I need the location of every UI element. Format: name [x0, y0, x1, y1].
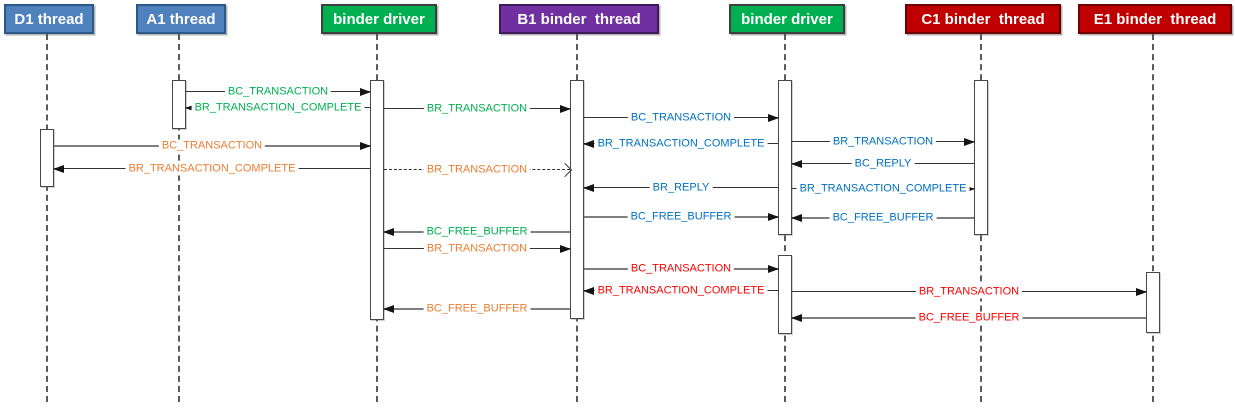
actor-header-b1: B1 binder thread: [499, 4, 659, 34]
message-label: BR_TRANSACTION: [423, 242, 531, 256]
actor-label: A1 thread: [146, 10, 216, 28]
actor-header-driver1: binder driver: [321, 4, 437, 34]
actor-label: D1 thread: [14, 10, 84, 28]
arrowhead-icon: [583, 140, 594, 148]
message-label: BR_TRANSACTION: [915, 285, 1023, 299]
message-label: BC_FREE_BUFFER: [915, 311, 1023, 325]
activation-bar-driver2: [778, 80, 792, 235]
activation-bar-c1: [974, 80, 988, 235]
message-label: BC_TRANSACTION: [627, 262, 735, 276]
arrowhead-icon: [1136, 288, 1147, 296]
actor-header-c1: C1 binder thread: [905, 4, 1061, 34]
message-label: BC_FREE_BUFFER: [627, 210, 735, 224]
arrowhead-icon: [560, 245, 571, 253]
activation-bar-d1: [40, 129, 54, 187]
message-label: BC_REPLY: [851, 157, 915, 171]
actor-header-a1: A1 thread: [136, 4, 226, 34]
arrowhead-icon: [791, 214, 802, 222]
arrowhead-icon: [383, 228, 394, 236]
arrowhead-icon: [185, 104, 196, 112]
arrowhead-icon: [360, 142, 371, 150]
actor-label: E1 binder thread: [1093, 10, 1217, 28]
message-label: BR_TRANSACTION: [829, 135, 937, 149]
actor-header-d1: D1 thread: [4, 4, 94, 34]
actor-label: binder driver: [333, 10, 425, 28]
activation-bar-e1: [1146, 272, 1160, 333]
activation-bar-driver2: [778, 255, 792, 334]
message-label: BR_TRANSACTION: [423, 163, 531, 177]
message-label: BR_TRANSACTION_COMPLETE: [594, 137, 768, 151]
message-label: BR_TRANSACTION_COMPLETE: [125, 162, 299, 176]
lifeline-d1: [46, 34, 48, 402]
message-label: BR_REPLY: [649, 181, 713, 195]
actor-header-e1: E1 binder thread: [1078, 4, 1232, 34]
arrowhead-icon: [964, 185, 975, 193]
lifeline-a1: [178, 34, 180, 402]
lifeline-e1: [1152, 34, 1154, 402]
arrowhead-icon: [791, 160, 802, 168]
arrowhead-icon: [583, 184, 594, 192]
actor-label: binder driver: [741, 10, 833, 28]
actor-label: B1 binder thread: [517, 10, 641, 28]
arrowhead-icon: [560, 105, 571, 113]
message-label: BC_FREE_BUFFER: [423, 225, 531, 239]
message-label: BC_TRANSACTION: [158, 139, 266, 153]
arrowhead-icon: [768, 213, 779, 221]
message-label: BR_TRANSACTION_COMPLETE: [191, 101, 365, 115]
arrowhead-icon: [791, 314, 802, 322]
activation-bar-driver1: [370, 80, 384, 320]
arrowhead-icon: [360, 88, 371, 96]
activation-bar-a1: [172, 80, 186, 129]
message-label: BR_TRANSACTION_COMPLETE: [796, 182, 970, 196]
arrowhead-icon: [964, 138, 975, 146]
message-label: BR_TRANSACTION: [423, 102, 531, 116]
arrowhead-icon: [768, 265, 779, 273]
message-label: BR_TRANSACTION_COMPLETE: [594, 284, 768, 298]
message-label: BC_TRANSACTION: [627, 111, 735, 125]
message-label: BC_FREE_BUFFER: [423, 302, 531, 316]
actor-header-driver2: binder driver: [729, 4, 845, 34]
message-label: BC_FREE_BUFFER: [829, 211, 937, 225]
arrowhead-icon: [53, 165, 64, 173]
activation-bar-b1: [570, 80, 584, 319]
arrowhead-icon: [583, 287, 594, 295]
arrowhead-icon: [768, 114, 779, 122]
actor-label: C1 binder thread: [921, 10, 1045, 28]
message-label: BC_TRANSACTION: [224, 85, 332, 99]
arrowhead-icon: [383, 305, 394, 313]
